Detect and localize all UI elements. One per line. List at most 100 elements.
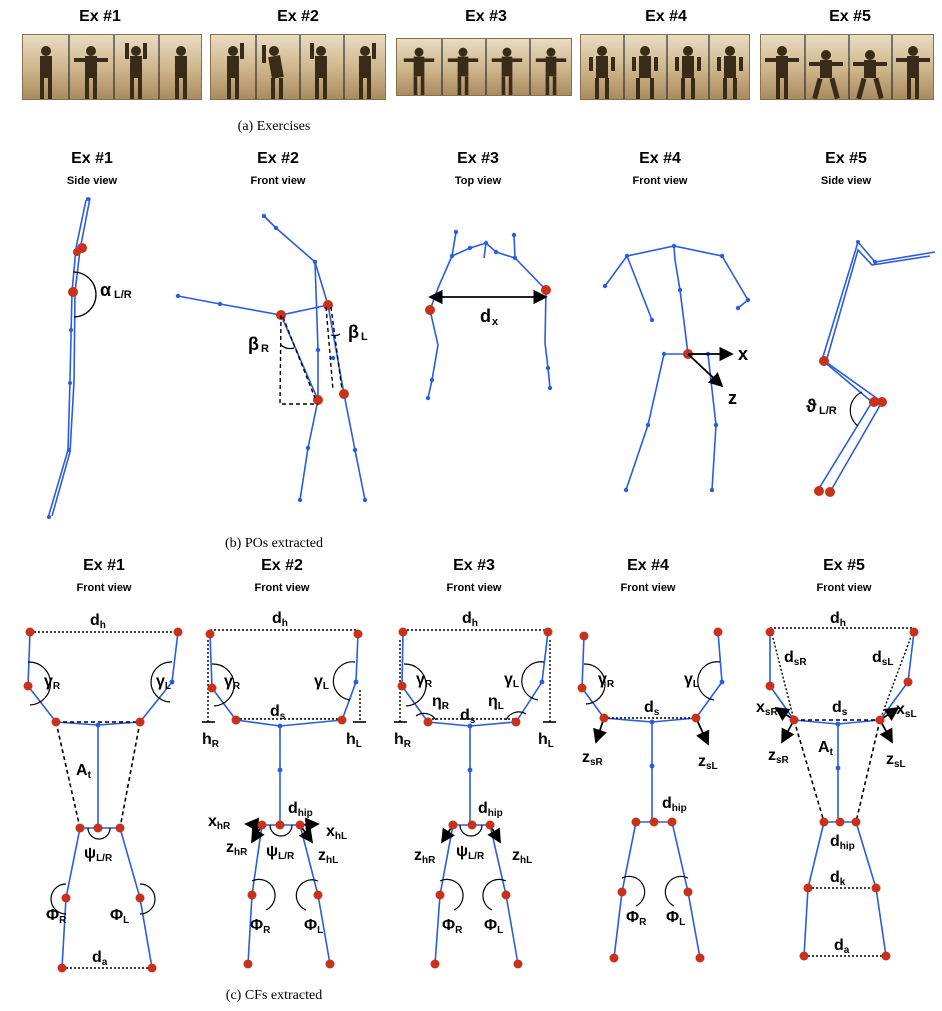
svg-text:ψL/R: ψL/R xyxy=(84,845,113,864)
svg-text:ΦR: ΦR xyxy=(46,907,67,926)
view-title-c3: Front view xyxy=(446,582,502,594)
svg-text:γR: γR xyxy=(224,673,241,692)
skeleton-b5 xyxy=(817,240,936,493)
svg-text:ΦL: ΦL xyxy=(304,917,323,936)
label-dx: d xyxy=(480,306,491,326)
exercise-photo-4 xyxy=(580,34,750,100)
view-title-c4: Front view xyxy=(620,582,676,594)
exercise-title-a1: Ex #1 xyxy=(79,8,121,25)
po-figures: α L/R β R β L d x x z xyxy=(47,197,936,519)
exercise-photo-2 xyxy=(210,34,386,100)
label-beta-l: β xyxy=(348,322,359,342)
view-title-b5: Side view xyxy=(820,175,872,187)
svg-text:xsL: xsL xyxy=(896,701,917,720)
exercise-photo-3 xyxy=(396,38,572,96)
exercise-photo-1 xyxy=(22,34,202,100)
svg-text:hR: hR xyxy=(394,731,412,750)
svg-text:At: At xyxy=(76,762,92,781)
svg-text:dh: dh xyxy=(90,612,106,631)
exercise-title-a4: Ex #4 xyxy=(645,8,687,25)
label-beta-r: β xyxy=(248,334,259,354)
svg-text:γR: γR xyxy=(44,673,61,692)
svg-text:zhR: zhR xyxy=(414,847,436,866)
svg-text:zsR: zsR xyxy=(582,749,604,768)
svg-text:zsL: zsL xyxy=(698,753,718,772)
view-title-c2: Front view xyxy=(254,582,310,594)
svg-text:hR: hR xyxy=(202,731,220,750)
svg-text:dsL: dsL xyxy=(872,649,893,668)
svg-text:γL: γL xyxy=(156,673,171,692)
svg-text:da: da xyxy=(834,937,850,956)
svg-text:zhR: zhR xyxy=(226,839,248,858)
svg-text:ds: ds xyxy=(832,699,848,718)
svg-text:ΦL: ΦL xyxy=(666,909,685,928)
view-title-b1: Side view xyxy=(66,175,118,187)
svg-text:dk: dk xyxy=(830,869,846,888)
view-title-c1: Front view xyxy=(76,582,132,594)
exercise-photo-5 xyxy=(760,34,934,100)
exercise-title-b5: Ex #5 xyxy=(825,150,867,167)
svg-text:zhL: zhL xyxy=(318,847,338,866)
svg-text:dsR: dsR xyxy=(784,649,807,668)
svg-text:dhip: dhip xyxy=(662,795,687,814)
svg-text:ΦR: ΦR xyxy=(442,917,463,936)
skeleton-b3 xyxy=(427,231,551,399)
svg-text:dh: dh xyxy=(272,610,288,629)
svg-text:ΦR: ΦR xyxy=(626,909,647,928)
svg-text:γL: γL xyxy=(504,671,519,690)
svg-text:ΦL: ΦL xyxy=(484,917,503,936)
svg-text:hL: hL xyxy=(538,731,554,750)
exercise-title-b4: Ex #4 xyxy=(639,150,681,167)
exercise-title-c2: Ex #2 xyxy=(261,557,303,574)
label-beta-l-sub: L xyxy=(361,331,368,343)
exercise-title-a5: Ex #5 xyxy=(829,8,871,25)
svg-text:ds: ds xyxy=(270,703,286,722)
caption-b: (b) POs extracted xyxy=(225,536,323,551)
label-z-axis: z xyxy=(728,388,737,408)
label-alpha: α xyxy=(100,280,111,300)
exercise-title-b1: Ex #1 xyxy=(71,150,113,167)
exercise-title-a2: Ex #2 xyxy=(277,8,319,25)
view-title-b4: Front view xyxy=(632,175,688,187)
exercise-title-b3: Ex #3 xyxy=(457,150,499,167)
svg-text:da: da xyxy=(92,949,108,968)
svg-text:ηR: ηR xyxy=(432,693,450,712)
svg-text:γR: γR xyxy=(416,671,433,690)
exercise-title-c1: Ex #1 xyxy=(83,557,125,574)
svg-text:At: At xyxy=(818,739,834,758)
view-title-b3: Top view xyxy=(454,175,502,187)
svg-text:xhL: xhL xyxy=(326,823,347,842)
svg-text:γL: γL xyxy=(684,671,699,690)
svg-text:dhip: dhip xyxy=(830,833,855,852)
svg-text:ds: ds xyxy=(460,707,476,726)
label-dx-sub: x xyxy=(492,316,499,328)
exercise-title-a3: Ex #3 xyxy=(465,8,507,25)
svg-text:dh: dh xyxy=(830,610,846,629)
svg-text:ΦR: ΦR xyxy=(250,917,271,936)
svg-text:zsL: zsL xyxy=(886,751,906,770)
svg-text:dhip: dhip xyxy=(288,800,313,819)
svg-text:dhip: dhip xyxy=(478,800,503,819)
exercise-title-b2: Ex #2 xyxy=(257,150,299,167)
exercise-title-c3: Ex #3 xyxy=(453,557,495,574)
svg-text:ηL: ηL xyxy=(488,693,504,712)
svg-text:ΦL: ΦL xyxy=(110,907,129,926)
view-title-b2: Front view xyxy=(250,175,306,187)
svg-text:ds: ds xyxy=(644,699,660,718)
view-title-c5: Front view xyxy=(816,582,872,594)
skeleton-b1 xyxy=(47,197,91,519)
svg-text:ψL/R: ψL/R xyxy=(456,843,485,862)
exercise-title-c4: Ex #4 xyxy=(627,557,669,574)
svg-text:hL: hL xyxy=(346,731,362,750)
svg-text:dh: dh xyxy=(462,610,478,629)
svg-text:γR: γR xyxy=(598,671,615,690)
label-x-axis: x xyxy=(738,344,748,364)
svg-text:γL: γL xyxy=(314,673,329,692)
label-beta-r-sub: R xyxy=(261,343,269,355)
svg-text:zhL: zhL xyxy=(512,847,532,866)
svg-text:ψL/R: ψL/R xyxy=(266,843,295,862)
svg-text:zsR: zsR xyxy=(768,747,790,766)
svg-text:xsR: xsR xyxy=(756,699,778,718)
caption-c: (c) CFs extracted xyxy=(225,988,323,1003)
